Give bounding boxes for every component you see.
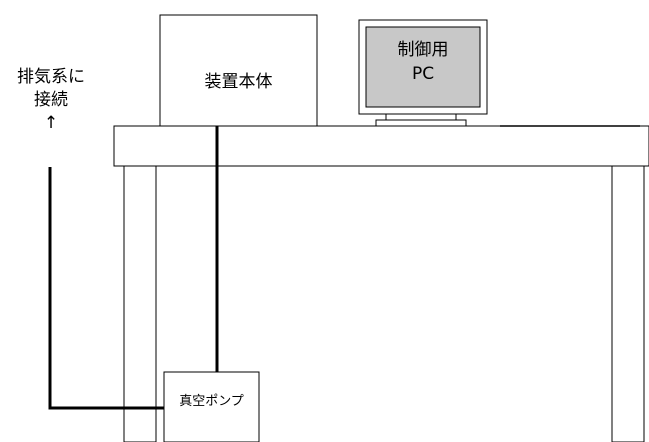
- exhaust-hose: [48, 167, 164, 410]
- pc-base: [375, 119, 467, 127]
- pc-label-line1: 制御用: [397, 40, 449, 60]
- pc-label-line2: PC: [411, 64, 435, 84]
- exhaust-label-line2: 接続: [34, 90, 68, 110]
- exhaust-arrow: ↑: [43, 113, 59, 133]
- table-top: [113, 125, 649, 167]
- pump-label: 真空ポンプ: [179, 394, 244, 409]
- exhaust-label: 排気系に 接続 ↑: [8, 66, 94, 135]
- exhaust-label-line1: 排気系に: [17, 67, 85, 87]
- device-label: 装置本体: [204, 72, 273, 92]
- table-leg-right: [611, 165, 645, 442]
- pump-box: [163, 371, 260, 442]
- device-box: [159, 14, 318, 127]
- pc-label: 制御用 PC: [366, 38, 480, 86]
- pc-stand: [385, 113, 457, 121]
- pc-screen: [365, 26, 481, 108]
- table-leg-left: [123, 165, 157, 442]
